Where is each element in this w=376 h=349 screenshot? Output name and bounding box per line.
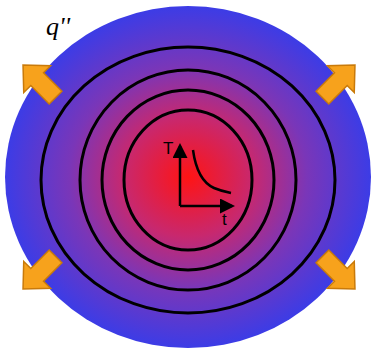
heat-flux-label: q''	[46, 14, 70, 40]
flux-arrow	[309, 52, 368, 111]
heat-flux-arrows	[10, 52, 369, 303]
isotherms	[41, 47, 335, 313]
axis-label: t	[222, 211, 227, 228]
temperature-plot	[180, 146, 232, 206]
axis	[179, 146, 182, 206]
isotherm	[41, 47, 335, 313]
flux-arrow	[10, 243, 69, 302]
axis	[180, 205, 232, 208]
isotherm	[80, 70, 296, 290]
isotherm	[124, 110, 252, 250]
body-disc	[5, 6, 371, 348]
decay-curve	[193, 150, 231, 193]
flux-arrow	[309, 243, 368, 302]
flux-arrow	[10, 52, 69, 111]
axis-label: T	[163, 140, 173, 157]
isotherm	[102, 90, 274, 270]
